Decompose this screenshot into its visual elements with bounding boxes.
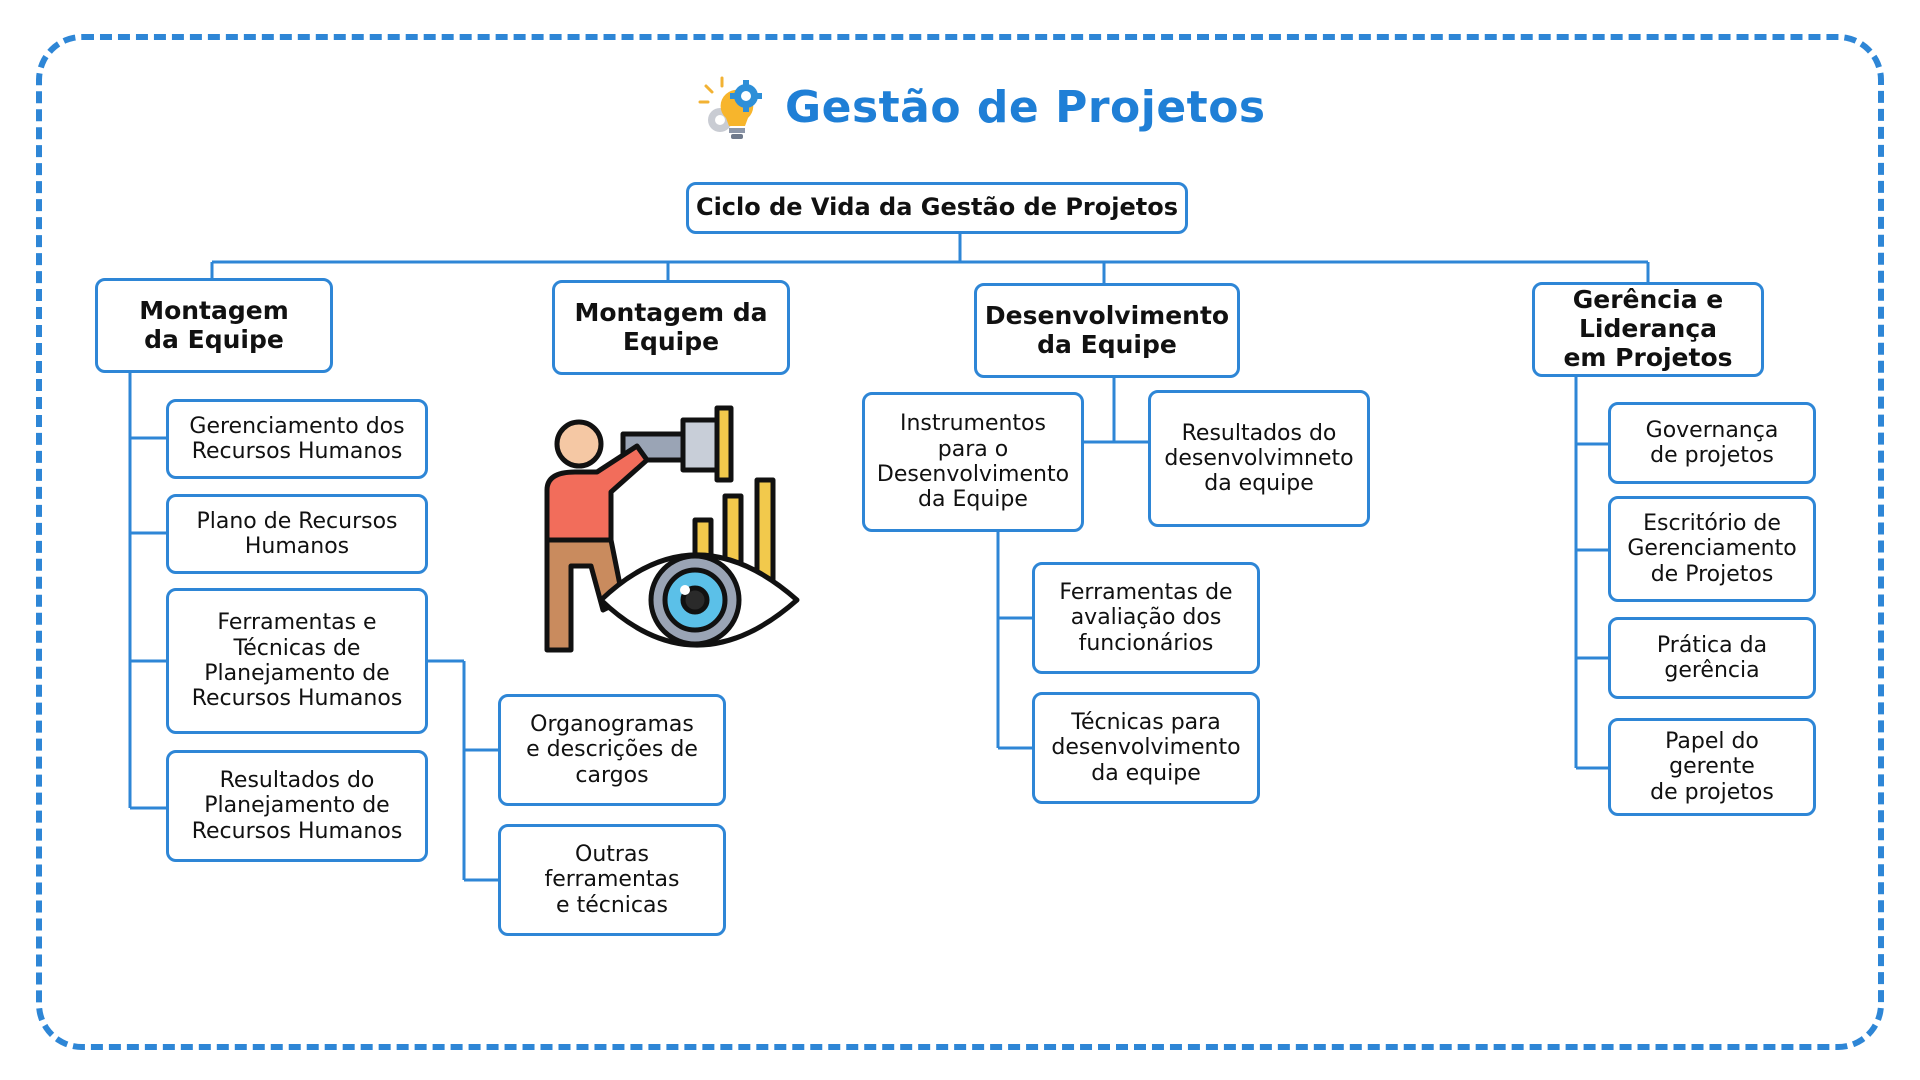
branch2-head: Montagem da Equipe	[552, 280, 790, 375]
branch4-item-label: Escritório de Gerenciamento de Projetos	[1627, 511, 1797, 587]
branch1-item-label: Ferramentas e Técnicas de Planejamento d…	[191, 610, 403, 712]
branch1-item: Plano de Recursos Humanos	[166, 494, 428, 574]
branch1-subitem: Outras ferramentas e técnicas	[498, 824, 726, 936]
branch1-subitem: Organogramas e descrições de cargos	[498, 694, 726, 806]
branch1-item-label: Plano de Recursos Humanos	[196, 508, 398, 559]
branch4-head-label: Gerência e Liderança em Projetos	[1563, 285, 1733, 372]
branch1-head-label: Montagem da Equipe	[139, 295, 289, 354]
branch4-item: Escritório de Gerenciamento de Projetos	[1608, 496, 1816, 602]
branch4-item: Governança de projetos	[1608, 402, 1816, 484]
page-title: Gestão de Projetos	[785, 82, 1266, 133]
branch3-item: Resultados do desenvolvimneto da equipe	[1148, 390, 1370, 527]
root-node: Ciclo de Vida da Gestão de Projetos	[686, 182, 1188, 234]
root-label: Ciclo de Vida da Gestão de Projetos	[695, 193, 1179, 222]
branch1-item: Ferramentas e Técnicas de Planejamento d…	[166, 588, 428, 734]
lightbulb-gear-icon	[698, 76, 762, 139]
branch1-head: Montagem da Equipe	[95, 278, 333, 373]
branch3-item: Instrumentos para o Desenvolvimento da E…	[862, 392, 1084, 532]
branch1-subitem-label: Outras ferramentas e técnicas	[544, 842, 680, 918]
person-telescope-eye-icon	[544, 405, 800, 653]
branch4-item-label: Papel do gerente de projetos	[1650, 729, 1774, 805]
branch1-item-label: Gerenciamento dos Recursos Humanos	[189, 413, 405, 464]
branch4-item-label: Prática da gerência	[1656, 632, 1768, 683]
branch3-head-label: Desenvolvimento da Equipe	[984, 300, 1230, 359]
dashed-frame	[36, 34, 1884, 1050]
branch4-head: Gerência e Liderança em Projetos	[1532, 282, 1764, 377]
branch1-item-label: Resultados do Planejamento de Recursos H…	[191, 768, 403, 844]
branch3-item-label: Instrumentos para o Desenvolvimento da E…	[876, 411, 1070, 513]
branch4-item: Prática da gerência	[1608, 617, 1816, 699]
branch3-subitem-label: Ferramentas de avaliação dos funcionário…	[1059, 580, 1233, 656]
branch4-item-label: Governança de projetos	[1645, 417, 1779, 468]
branch3-head: Desenvolvimento da Equipe	[974, 283, 1240, 378]
branch1-subitem-label: Organogramas e descrições de cargos	[526, 712, 698, 788]
branch3-subitem: Técnicas para desenvolvimento da equipe	[1032, 692, 1260, 804]
branch3-item-label: Resultados do desenvolvimneto da equipe	[1164, 420, 1354, 497]
branch2-head-label: Montagem da Equipe	[574, 297, 768, 356]
branch1-item: Gerenciamento dos Recursos Humanos	[166, 399, 428, 479]
branch3-subitem-label: Técnicas para desenvolvimento da equipe	[1051, 710, 1241, 786]
branch4-item: Papel do gerente de projetos	[1608, 718, 1816, 816]
branch3-subitem: Ferramentas de avaliação dos funcionário…	[1032, 562, 1260, 674]
branch1-item: Resultados do Planejamento de Recursos H…	[166, 750, 428, 862]
